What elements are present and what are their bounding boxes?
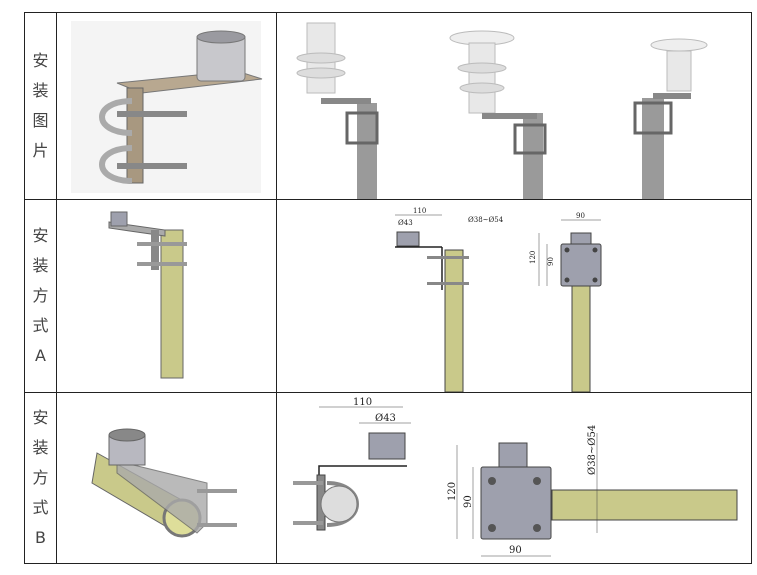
- label-char: 安: [32, 226, 49, 245]
- dim-plate-width: 90: [509, 545, 522, 556]
- row-method-a: 安 装 方 式 A: [24, 199, 752, 393]
- dim-plate-height: 120: [447, 482, 458, 501]
- label-char: 装: [32, 81, 49, 100]
- label-char: 装: [32, 438, 49, 457]
- side-view-drawing: 110 Ø43 Ø38~Ø54: [395, 207, 504, 392]
- method-a-drawings: 110 Ø43 Ø38~Ø54 90 120 90: [395, 207, 602, 392]
- dim-hole-spacing: 90: [547, 257, 555, 266]
- sensor-photo-ultrasonic-louvered: [449, 30, 547, 199]
- method-a-3d-view: [108, 211, 187, 379]
- method-b-drawing-cell: 110 Ø43 120 90 90 Ø38~: [276, 392, 752, 564]
- sensor-photo-ultrasonic: [633, 38, 708, 199]
- front-view-drawing: 120 90 90 Ø38~Ø54: [447, 425, 738, 557]
- label-char: 装: [32, 256, 49, 275]
- label-char: B: [35, 528, 46, 547]
- dim-cup-diameter: Ø43: [398, 219, 413, 227]
- label-char: 片: [32, 141, 49, 160]
- bracket-photo: [71, 21, 263, 193]
- dim-arm-length: 110: [353, 397, 372, 408]
- bracket-photo-cell: [56, 12, 277, 200]
- label-char: 式: [32, 498, 49, 517]
- dim-cup-diameter: Ø43: [375, 413, 396, 424]
- method-a-drawing-cell: 110 Ø43 Ø38~Ø54 90 120 90: [276, 199, 752, 393]
- sensor-photo-louvered: [296, 22, 379, 199]
- sensor-photos: [296, 22, 708, 199]
- row-installation-photos: 安 装 图 片: [24, 12, 752, 200]
- label-char: 图: [32, 111, 49, 130]
- dim-pole-diameter: Ø38~Ø54: [587, 425, 598, 475]
- method-a-3d-cell: [56, 199, 277, 393]
- label-char: 方: [32, 286, 49, 305]
- label-char: 安: [32, 408, 49, 427]
- row-label-method-b: 安 装 方 式 B: [24, 392, 57, 564]
- row-label-photos: 安 装 图 片: [24, 12, 57, 200]
- label-char: 安: [32, 51, 49, 70]
- row-method-b: 安 装 方 式 B: [24, 392, 752, 564]
- method-b-3d-view: [91, 428, 237, 538]
- dim-plate-height: 120: [529, 251, 537, 264]
- method-b-drawings: 110 Ø43 120 90 90 Ø38~: [293, 397, 738, 557]
- dim-pole-diameter: Ø38~Ø54: [468, 216, 504, 224]
- side-view-drawing: 110 Ø43: [293, 397, 411, 531]
- label-char: 式: [32, 316, 49, 335]
- label-char: A: [35, 346, 46, 365]
- front-view-drawing: 90 120 90: [529, 212, 602, 392]
- dim-hole-spacing: 90: [463, 495, 474, 508]
- dim-plate-width: 90: [576, 212, 585, 220]
- dim-arm-length: 110: [413, 207, 426, 215]
- label-char: 方: [32, 468, 49, 487]
- installation-table: 安 装 图 片: [24, 12, 752, 564]
- method-b-3d-cell: [56, 392, 277, 564]
- sensor-photos-cell: [276, 12, 752, 200]
- row-label-method-a: 安 装 方 式 A: [24, 199, 57, 393]
